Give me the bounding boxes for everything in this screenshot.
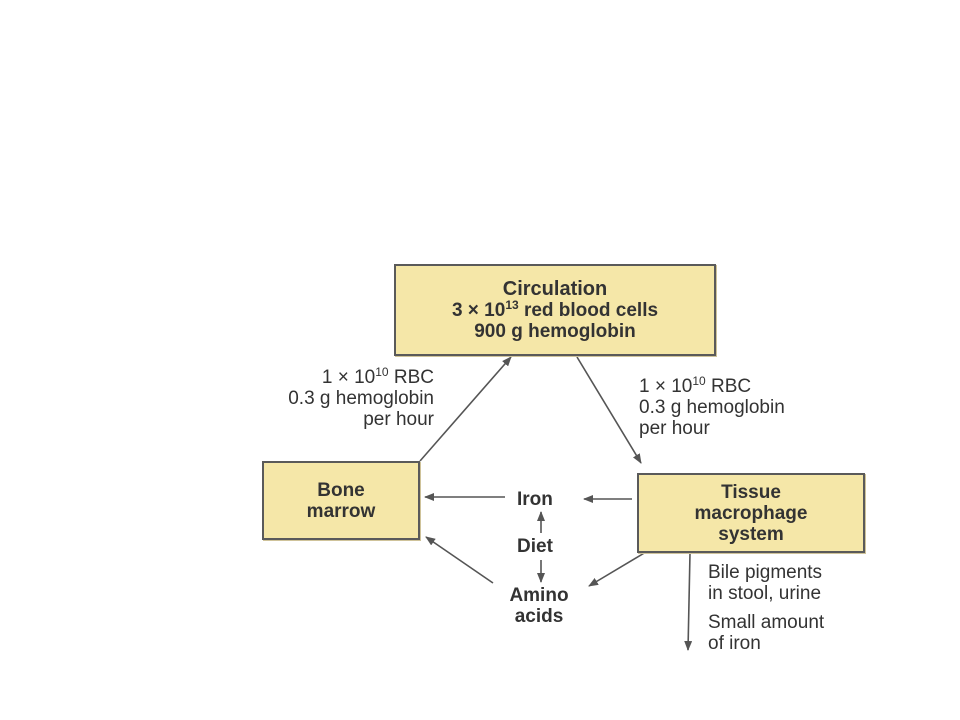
right-flow-rbc-exponent: 10 xyxy=(692,374,706,388)
right-flow-rbc-prefix: 1 × 10 xyxy=(639,376,693,397)
circulation-title: Circulation xyxy=(502,277,608,300)
bile-pigments-label: Bile pigments in stool, urine xyxy=(708,562,822,604)
small-iron-label: Small amount of iron xyxy=(708,612,824,654)
right-flow-hemoglobin: 0.3 g hemoglobin xyxy=(639,397,785,418)
circulation-box: Circulation 3 × 1013 red blood cells 900… xyxy=(394,264,716,356)
tissue-line1: Tissue xyxy=(721,481,781,503)
circulation-cells-exponent: 13 xyxy=(505,297,519,312)
circulation-hemoglobin: 900 g hemoglobin xyxy=(474,320,636,342)
tissue-macrophage-box: Tissue macrophage system xyxy=(637,473,865,553)
arrow-amino-to-marrow xyxy=(425,536,494,584)
left-flow-rbc-prefix: 1 × 10 xyxy=(321,367,376,388)
amino-acids-label: Amino acids xyxy=(497,585,581,627)
left-flow-rbc: 1 × 1010 RBC xyxy=(232,365,434,388)
circulation-cells-suffix: red blood cells xyxy=(518,299,659,321)
left-flow-rbc-exponent: 10 xyxy=(375,365,389,379)
left-flow-label: 1 × 1010 RBC 0.3 g hemoglobin per hour xyxy=(232,365,434,430)
bile-line1: Bile pigments xyxy=(708,562,823,583)
circulation-cell-count: 3 × 1013 red blood cells xyxy=(396,297,714,321)
small-iron-line1: Small amount xyxy=(708,612,825,633)
arrow-tissue-excretion xyxy=(684,552,693,651)
arrow-tissue-to-amino xyxy=(588,551,647,587)
bone-marrow-line1: Bone xyxy=(317,479,365,501)
amino-line1: Amino xyxy=(509,585,569,606)
bile-line2: in stool, urine xyxy=(708,583,822,604)
bone-marrow-line2: marrow xyxy=(306,500,376,522)
left-flow-hemoglobin: 0.3 g hemoglobin xyxy=(288,388,434,409)
tissue-line3: system xyxy=(718,523,784,545)
left-flow-rate: per hour xyxy=(363,409,434,430)
small-iron-line2: of iron xyxy=(708,633,761,654)
bone-marrow-box: Bone marrow xyxy=(262,461,420,540)
right-flow-label: 1 × 1010 RBC 0.3 g hemoglobin per hour xyxy=(639,374,785,439)
right-flow-rbc-suffix: RBC xyxy=(705,376,752,397)
left-flow-rbc-suffix: RBC xyxy=(388,367,434,388)
tissue-line2: macrophage xyxy=(694,502,808,524)
right-flow-rate: per hour xyxy=(639,418,710,439)
amino-line2: acids xyxy=(514,606,564,627)
iron-label: Iron xyxy=(517,489,553,510)
circulation-cells-prefix: 3 × 10 xyxy=(451,299,506,321)
diet-label: Diet xyxy=(517,536,553,557)
right-flow-rbc: 1 × 1010 RBC xyxy=(639,374,785,397)
arrow-marrow-to-circulation xyxy=(419,356,512,462)
arrow-circulation-to-tissue xyxy=(576,356,642,464)
